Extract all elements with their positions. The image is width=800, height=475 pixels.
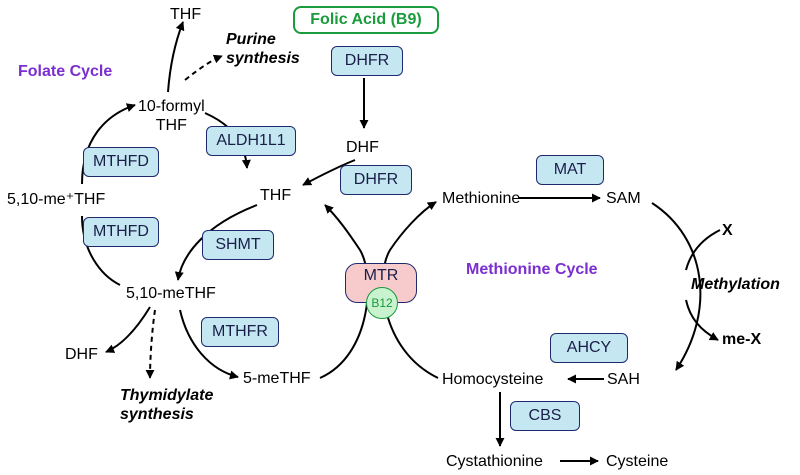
arrow-dhf-to-thf-center bbox=[302, 159, 356, 186]
enzyme-cbs: CBS bbox=[510, 401, 580, 431]
folic-acid-box: Folic Acid (B9) bbox=[293, 6, 439, 34]
sam-label: SAM bbox=[606, 190, 641, 207]
arrow-methylene-to-thymidylate bbox=[145, 309, 156, 379]
x-label: X bbox=[722, 222, 733, 239]
enzyme-aldh1l1: ALDH1L1 bbox=[206, 126, 296, 156]
arrow-x-to-methylation bbox=[685, 229, 721, 271]
me-x-label: me-X bbox=[722, 331, 762, 348]
formyl-thf-label: 10-formyl THF bbox=[138, 98, 205, 135]
enzyme-mat: MAT bbox=[536, 155, 604, 185]
methionine-cycle-title: Methionine Cycle bbox=[466, 261, 598, 278]
thf-center-label: THF bbox=[260, 187, 292, 204]
enzyme-dhfr-mid: DHFR bbox=[340, 165, 412, 195]
enzyme-mthfd-top: MTHFD bbox=[83, 147, 159, 177]
enzyme-ahcy: AHCY bbox=[550, 333, 628, 363]
arrow-sam-to-sah bbox=[651, 202, 702, 371]
methionine-label: Methionine bbox=[442, 190, 521, 207]
homocysteine-label: Homocysteine bbox=[442, 371, 544, 388]
thymidylate-synthesis-label: Thymidylate synthesis bbox=[120, 387, 214, 424]
sah-label: SAH bbox=[607, 371, 640, 388]
enzyme-shmt: SHMT bbox=[202, 230, 274, 260]
enzyme-mthfr: MTHFR bbox=[201, 317, 279, 347]
folate-cycle-title: Folate Cycle bbox=[18, 63, 113, 80]
methylation-label: Methylation bbox=[691, 276, 780, 293]
purine-synthesis-label: Purine synthesis bbox=[226, 31, 300, 68]
enzyme-dhfr-top: DHFR bbox=[331, 46, 403, 76]
dhf-left-label: DHF bbox=[65, 346, 98, 363]
cysteine-label: Cysteine bbox=[606, 453, 669, 470]
arrow-methylene-to-dhf-left bbox=[105, 306, 151, 353]
arrow-homocysteine-to-methionine bbox=[381, 201, 439, 379]
cystathionine-label: Cystathionine bbox=[446, 453, 543, 470]
methyl-thf-label: 5-meTHF bbox=[243, 370, 311, 387]
methenyl-thf-label: 5,10-me⁺THF bbox=[7, 191, 106, 208]
arrow-methylation-to-me-x bbox=[685, 299, 719, 341]
arrow-methylene-to-methyl-thf bbox=[179, 309, 239, 380]
thf-top-label: THF bbox=[170, 6, 202, 23]
dhf-mid-label: DHF bbox=[346, 139, 379, 156]
arrow-methenyl-to-methylene bbox=[81, 215, 121, 286]
arrow-methenyl-to-formyl bbox=[81, 103, 136, 185]
arrow-methyl-thf-to-thf-center bbox=[319, 204, 369, 379]
arrow-formyl-to-thf-top bbox=[167, 21, 185, 93]
enzyme-mthfd-bottom: MTHFD bbox=[83, 217, 159, 247]
methylene-thf-label: 5,10-meTHF bbox=[126, 285, 216, 302]
arrow-thf-center-to-methylene bbox=[174, 204, 258, 281]
arrow-formyl-to-purine bbox=[184, 54, 223, 81]
cofactor-b12: B12 bbox=[366, 287, 398, 319]
